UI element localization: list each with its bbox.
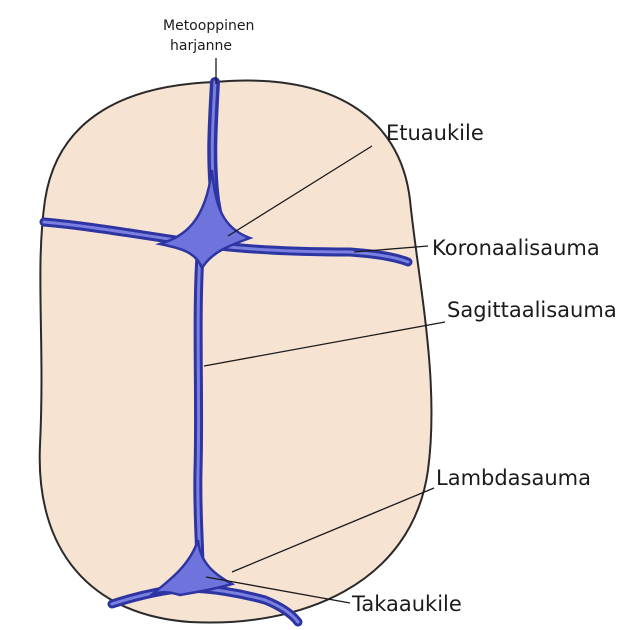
sagittal-suture (198, 255, 200, 570)
skull-outline (40, 81, 432, 623)
anterior-fontanelle-label: Etuaukile (386, 121, 484, 145)
posterior-fontanelle-label: Takaaukile (351, 592, 462, 616)
metopic-ridge-label: Metooppinen (163, 18, 254, 34)
coronal-suture-label: Koronaalisauma (432, 236, 600, 260)
lambdoid-suture-label: Lambdasauma (436, 466, 591, 490)
metopic-ridge-label-line2: harjanne (170, 38, 232, 54)
sagittal-suture-label: Sagittaalisauma (447, 298, 617, 322)
